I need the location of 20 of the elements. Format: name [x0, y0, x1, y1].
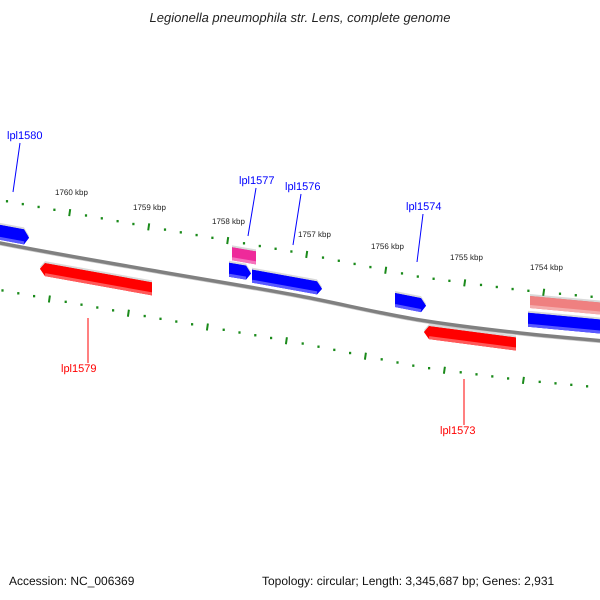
leader-line: [416, 214, 424, 262]
gene-label: lpl1579: [61, 363, 96, 376]
gene-label: lpl1580: [7, 130, 42, 143]
tick-label: 1756 kbp: [371, 242, 404, 251]
footer-text: Accession: NC_006369: [9, 574, 134, 588]
tick-label: 1759 kbp: [133, 203, 166, 212]
title: Legionella pneumophila str. Lens, complete genome: [148, 10, 452, 25]
leader-line: [248, 188, 256, 236]
gene-label: lpl1574: [406, 201, 442, 214]
gene-label: lpl1576: [285, 181, 320, 194]
footer-text: Topology: circular; Length: 3,345,687 bp; Genes: 2,931: [262, 574, 554, 588]
leader-line: [292, 194, 302, 246]
tick-label: 1754 kbp: [530, 263, 563, 272]
tick-label: 1760 kbp: [55, 188, 88, 197]
leader-line: [12, 142, 20, 192]
tick-label: 1757 kbp: [298, 230, 331, 239]
tick-label: 1758 kbp: [212, 217, 245, 226]
gene-label: lpl1577: [239, 175, 274, 188]
gene-label: lpl1573: [440, 425, 476, 438]
tick-label: 1755 kbp: [450, 253, 483, 262]
